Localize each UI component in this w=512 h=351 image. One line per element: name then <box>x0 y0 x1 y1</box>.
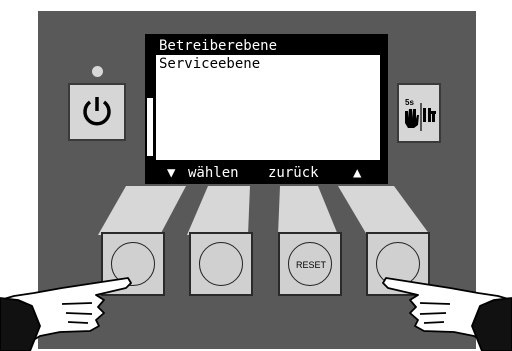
left-hand-icon <box>0 278 131 351</box>
right-hand-icon <box>383 278 512 351</box>
